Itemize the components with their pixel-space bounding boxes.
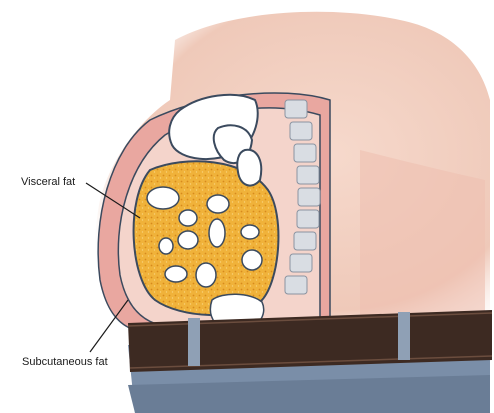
visceral-fat-label: Visceral fat: [21, 176, 75, 188]
subcutaneous-fat-label: Subcutaneous fat: [22, 356, 108, 368]
